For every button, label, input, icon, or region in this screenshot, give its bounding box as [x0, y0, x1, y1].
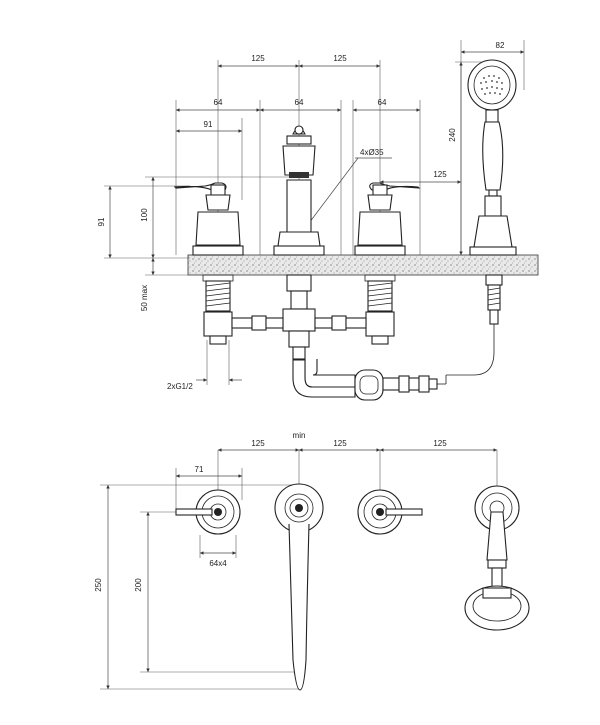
- dim-spout-reach: 200: [134, 578, 143, 592]
- right-valve-plan: [357, 489, 423, 535]
- spout-plan: [274, 483, 324, 691]
- dim-height-91: 91: [97, 217, 106, 226]
- dim-handle-width-2: 64: [295, 98, 304, 107]
- dim-connection: 2xG1/2: [167, 382, 193, 391]
- left-valve: [173, 182, 244, 345]
- handshower: [446, 59, 517, 376]
- left-valve-plan: [175, 489, 241, 535]
- crossover-piping: [231, 315, 447, 401]
- dim-min: min: [293, 431, 306, 440]
- dim-lever-length: 91: [204, 120, 213, 129]
- dim-handshower-spacing: 125: [433, 170, 447, 179]
- dim-holes: 4xØ35: [360, 148, 384, 157]
- dim-handshower-height: 240: [448, 128, 457, 142]
- right-valve: [354, 182, 421, 345]
- dim-total-depth: 250: [94, 578, 103, 592]
- handshower-plan: [464, 485, 530, 631]
- dim-height-100: 100: [140, 208, 149, 222]
- dim-spacing-left: 125: [251, 54, 265, 63]
- dim-plan-lever: 71: [195, 465, 204, 474]
- dim-handshower-width: 82: [496, 41, 505, 50]
- center-spout: [273, 125, 325, 360]
- dim-plan-spacing-3: 125: [433, 439, 447, 448]
- dim-handle-width-1: 64: [214, 98, 223, 107]
- dim-plan-spacing-2: 125: [333, 439, 347, 448]
- dim-deck-thickness: 50 max: [140, 285, 149, 311]
- dim-plan-spacing-1: 125: [251, 439, 265, 448]
- countertop: [187, 254, 539, 276]
- dim-handle-width-3: 64: [378, 98, 387, 107]
- dim-spacing-right: 125: [333, 54, 347, 63]
- plan-view: min 125 125 125 71 64x4 250 200: [94, 431, 530, 691]
- dim-rosette: 64x4: [209, 559, 227, 568]
- elevation-view: 125 125 82 64 64 64 91 4xØ35 125 240 91: [97, 40, 539, 401]
